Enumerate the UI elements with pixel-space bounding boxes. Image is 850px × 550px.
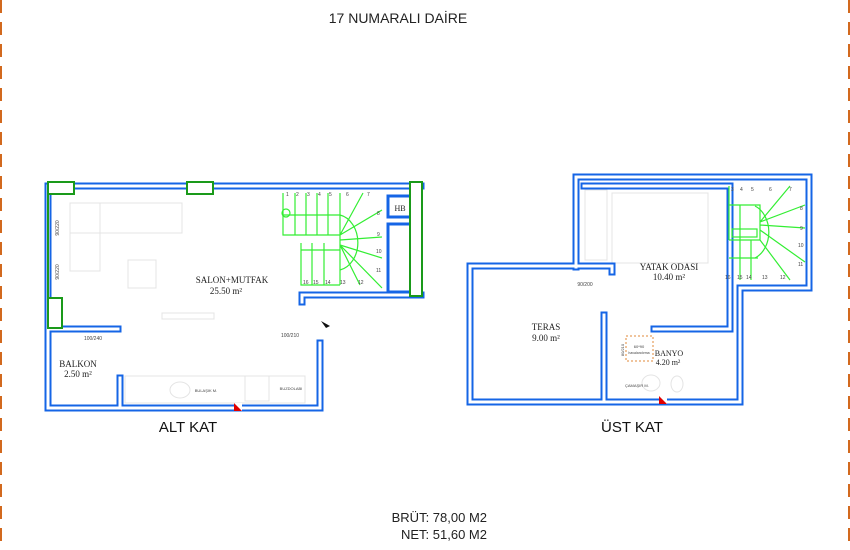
svg-text:12: 12 xyxy=(780,275,786,281)
svg-text:havalandırma: havalandırma xyxy=(628,351,649,355)
room-name: BALKON xyxy=(59,359,97,369)
svg-text:16: 16 xyxy=(725,275,731,281)
svg-text:100/240: 100/240 xyxy=(84,336,102,342)
alt-kat-furniture xyxy=(69,202,306,404)
svg-text:80/210: 80/210 xyxy=(620,343,625,356)
svg-text:3: 3 xyxy=(307,192,310,198)
svg-text:BUZDOLABI: BUZDOLABI xyxy=(280,386,303,391)
alt-kat-label: ALT KAT xyxy=(159,419,217,436)
room-name: TERAS xyxy=(532,322,561,332)
hb-label: HB xyxy=(394,204,405,213)
svg-text:13: 13 xyxy=(340,280,346,286)
svg-text:15: 15 xyxy=(737,275,743,281)
net-area: NET: 51,60 M2 xyxy=(401,527,487,542)
svg-text:9: 9 xyxy=(800,226,803,232)
svg-text:90/200: 90/200 xyxy=(577,282,593,288)
ventilation-shaft xyxy=(625,335,654,362)
svg-text:8: 8 xyxy=(377,211,380,217)
room-area: 10.40 m² xyxy=(653,272,686,282)
room-area: 25.50 m² xyxy=(210,286,243,296)
page-title: 17 NUMARALI DAİRE xyxy=(329,9,467,26)
svg-text:2: 2 xyxy=(296,192,299,198)
svg-text:11: 11 xyxy=(376,268,381,274)
svg-text:BULAŞIK M.: BULAŞIK M. xyxy=(195,388,217,393)
svg-text:5: 5 xyxy=(751,187,754,193)
svg-text:9: 9 xyxy=(377,232,380,238)
svg-text:8: 8 xyxy=(800,206,803,212)
svg-text:5: 5 xyxy=(329,192,332,198)
svg-text:90/220: 90/220 xyxy=(55,220,61,236)
alt-kat-plan: HB 90/220 90/220 100/240 100/210 1 2 3 4… xyxy=(44,181,425,412)
svg-text:16: 16 xyxy=(303,280,309,286)
svg-text:11: 11 xyxy=(798,262,803,268)
ust-kat-plan: 90/200 3 4 5 6 7 8 9 10 11 12 13 14 15 1… xyxy=(466,173,813,406)
brut-area: BRÜT: 78,00 M2 xyxy=(392,510,487,525)
svg-text:12: 12 xyxy=(358,280,364,286)
room-area: 9.00 m² xyxy=(532,333,560,343)
svg-text:3: 3 xyxy=(731,187,734,193)
stair-numbers: 1 2 3 4 5 6 7 8 9 10 11 12 13 14 15 16 xyxy=(286,192,382,286)
svg-text:7: 7 xyxy=(367,192,370,198)
room-name: YATAK ODASI xyxy=(640,262,699,272)
svg-text:90/220: 90/220 xyxy=(55,264,61,280)
svg-text:14: 14 xyxy=(325,280,331,286)
room-name: SALON+MUTFAK xyxy=(196,275,269,285)
svg-text:10: 10 xyxy=(376,249,382,255)
svg-text:100/210: 100/210 xyxy=(281,333,299,339)
room-area: 2.50 m² xyxy=(64,369,92,379)
svg-text:15: 15 xyxy=(313,280,319,286)
ust-kat-label: ÜST KAT xyxy=(601,418,663,436)
svg-text:7: 7 xyxy=(789,187,792,193)
stairs xyxy=(281,192,383,289)
svg-text:10: 10 xyxy=(798,243,804,249)
door-arrow-icon xyxy=(321,321,330,328)
svg-text:14: 14 xyxy=(746,275,752,281)
stairs xyxy=(728,185,806,281)
room-name: BANYO xyxy=(655,349,684,358)
svg-text:4: 4 xyxy=(318,192,321,198)
ust-kat-furniture xyxy=(584,189,709,393)
svg-text:6: 6 xyxy=(769,187,772,193)
room-area: 4.20 m² xyxy=(656,358,681,367)
svg-text:ÇAMAŞIR M.: ÇAMAŞIR M. xyxy=(625,383,649,388)
svg-text:4: 4 xyxy=(740,187,743,193)
svg-text:13: 13 xyxy=(762,275,768,281)
svg-text:60*90: 60*90 xyxy=(634,344,645,349)
svg-text:1: 1 xyxy=(286,192,289,198)
stair-numbers: 3 4 5 6 7 8 9 10 11 12 13 14 15 16 xyxy=(725,187,804,281)
windows xyxy=(47,181,423,329)
svg-text:6: 6 xyxy=(346,192,349,198)
